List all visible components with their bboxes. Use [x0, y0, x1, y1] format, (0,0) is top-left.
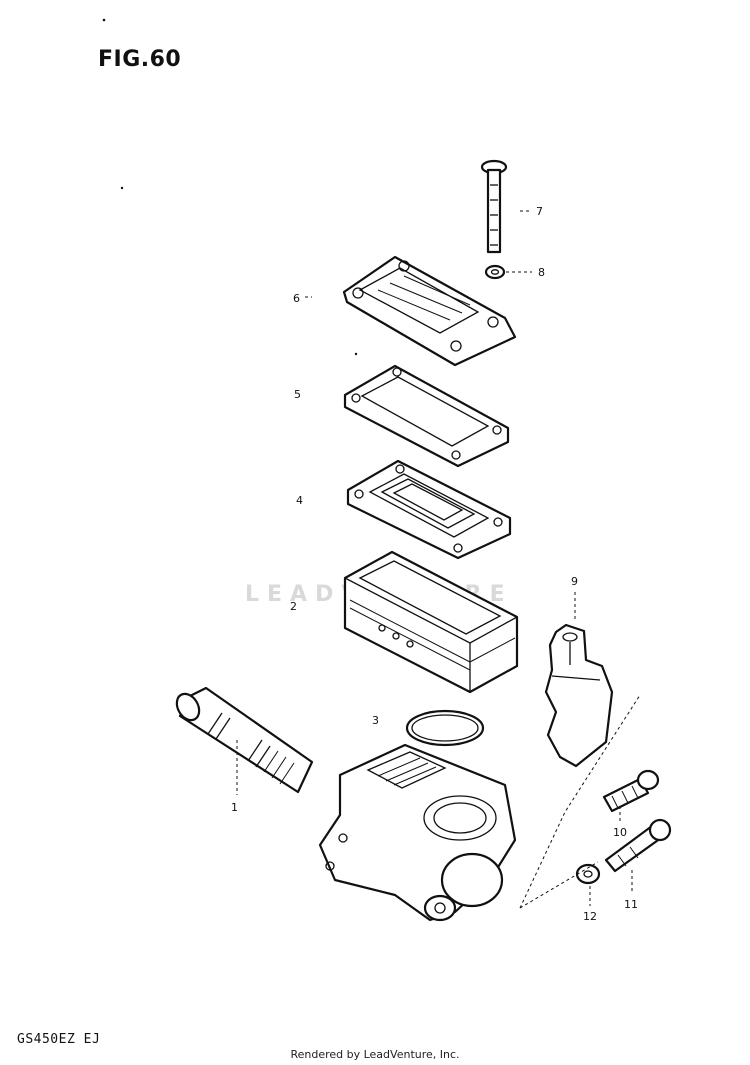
- master-cylinder-body: [318, 743, 517, 922]
- model-code: GS450EZ EJ: [17, 1032, 101, 1047]
- callout-12: 12: [583, 910, 597, 923]
- part-4-diaphragm: [346, 459, 512, 560]
- speck: [354, 352, 358, 356]
- callout-11: 11: [624, 898, 638, 911]
- callout-8: 8: [538, 266, 545, 279]
- speck: [102, 18, 106, 22]
- callout-6: 6: [293, 292, 300, 305]
- callout-3: 3: [372, 714, 379, 727]
- figure-title: FIG.60: [98, 47, 182, 72]
- part-11-bolt: [604, 818, 672, 873]
- callout-10: 10: [613, 826, 627, 839]
- part-6-reservoir-cap: [342, 255, 517, 367]
- callout-7: 7: [536, 205, 543, 218]
- alignment-guide: [519, 694, 641, 909]
- part-8-washer: [484, 264, 506, 280]
- callout-2: 2: [290, 600, 297, 613]
- callout-1: 1: [231, 801, 238, 814]
- part-10-bolt: [602, 769, 660, 813]
- part-9-bracket: [544, 623, 614, 768]
- footer-credit: Rendered by LeadVenture, Inc.: [290, 1048, 460, 1061]
- callout-4: 4: [296, 494, 303, 507]
- callout-9: 9: [571, 575, 578, 588]
- callout-5: 5: [294, 388, 301, 401]
- speck: [120, 186, 124, 190]
- part-3-o-ring: [405, 709, 485, 747]
- part-5-plate: [343, 364, 510, 468]
- part-7-screw: [480, 159, 508, 254]
- part-2-reservoir-body: [343, 550, 519, 694]
- part-1-piston: [175, 686, 314, 794]
